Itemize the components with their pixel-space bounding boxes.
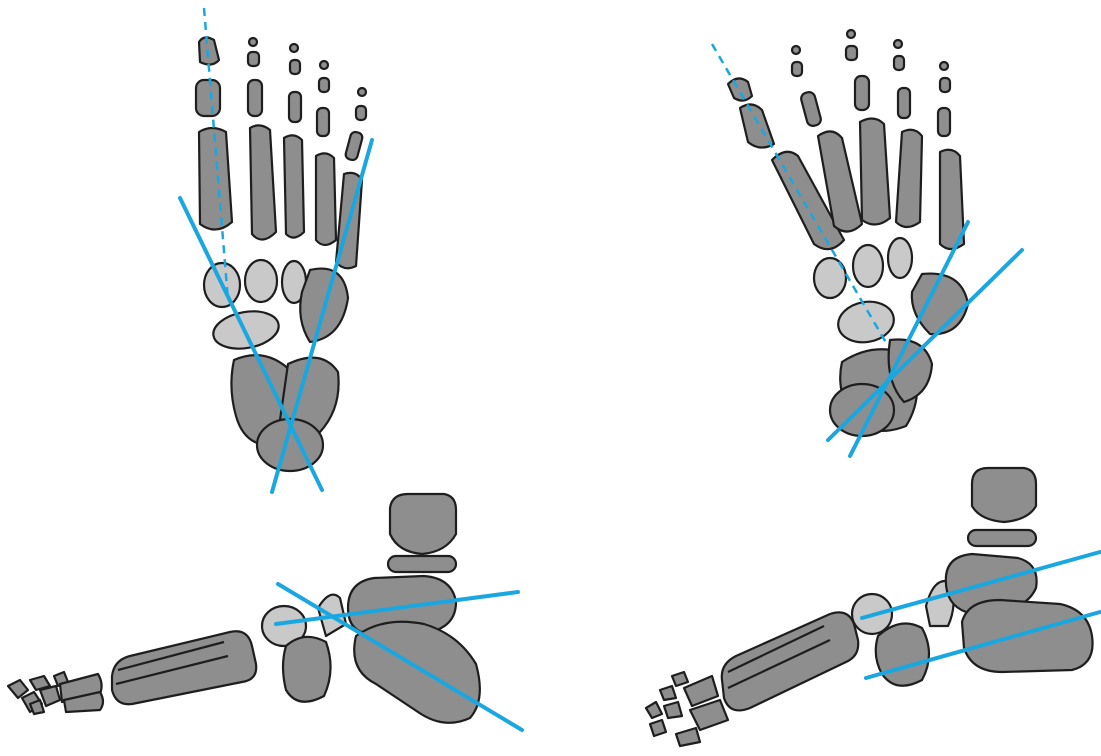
lateral-normal-panel xyxy=(8,494,522,730)
dorsoplantar-abnormal-panel xyxy=(712,30,1022,456)
tarsal-bones xyxy=(262,494,480,723)
tarsal-bones xyxy=(852,468,1093,686)
dorsoplantar-normal-panel xyxy=(180,8,372,492)
metatarsals xyxy=(112,631,256,704)
lateral-abnormal-panel xyxy=(646,468,1100,746)
metatarsals xyxy=(722,612,858,710)
metatarsals xyxy=(772,118,964,249)
toe-bones xyxy=(646,672,728,746)
toe-bones xyxy=(8,672,103,714)
